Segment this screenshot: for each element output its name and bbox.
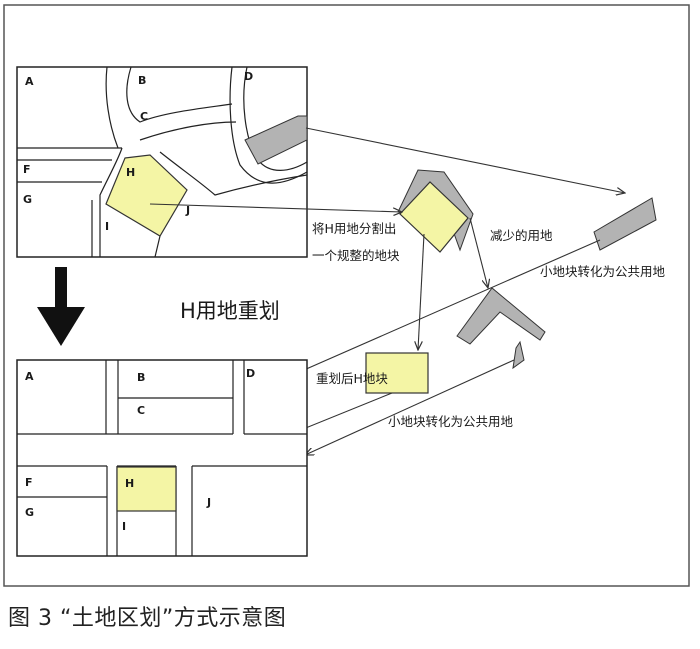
note-to-public-upper: 小地块转化为公共用地 — [540, 264, 666, 279]
note-replotted-h: 重划后H地块 — [316, 371, 388, 386]
top-road-diagonal-2 — [159, 151, 308, 196]
arrow-h-to-cutout — [149, 203, 402, 212]
arrow-sliver-to-road — [305, 359, 515, 455]
top-label-h: H — [126, 166, 135, 179]
figure-caption: 图 3 “土地区划”方式示意图 — [8, 606, 286, 631]
arrow-cutout-to-reduced — [469, 217, 488, 288]
top-label-f: F — [23, 163, 31, 176]
top-road-diagonal — [99, 147, 123, 257]
replotted-h-parcel — [365, 352, 429, 394]
top-label-i: I — [105, 220, 109, 233]
arrow-d-to-strip — [305, 127, 625, 193]
bottom-label-g: G — [25, 506, 34, 519]
top-road-j-boundary — [154, 235, 161, 258]
top-road-right-outer — [229, 66, 308, 184]
bottom-label-d: D — [246, 367, 255, 380]
section-heading: H用地重划 — [180, 299, 280, 323]
gray-strip-upper — [593, 197, 657, 251]
top-road-left — [105, 66, 119, 149]
note-cut-line2: 一个规整的地块 — [312, 248, 400, 263]
top-map: A B C D F G H I J — [16, 66, 308, 258]
bottom-label-h: H — [125, 477, 134, 490]
top-label-c: C — [140, 110, 148, 123]
down-arrow-icon — [37, 267, 85, 346]
note-reduced-land: 减少的用地 — [490, 228, 553, 243]
arrow-cutout-to-replotted — [418, 233, 425, 350]
top-label-g: G — [23, 193, 32, 206]
bottom-label-f: F — [25, 476, 33, 489]
bottom-label-j: J — [206, 496, 211, 509]
note-cut-line1: 将H用地分割出 — [312, 221, 396, 236]
bottom-label-a: A — [25, 370, 34, 383]
top-label-b: B — [138, 74, 146, 87]
bottom-parcel-h — [116, 466, 177, 512]
bottom-map-border — [16, 359, 308, 557]
top-road-c-bottom — [139, 121, 237, 141]
bottom-map: A B C D F G H I J — [16, 359, 308, 557]
top-label-d: D — [244, 70, 253, 83]
bottom-label-c: C — [137, 404, 145, 417]
top-road-left-edge — [126, 66, 233, 123]
top-parcel-h — [105, 154, 188, 237]
h-cutout-shape — [397, 169, 474, 253]
bottom-label-i: I — [122, 520, 126, 533]
note-to-public-lower: 小地块转化为公共用地 — [388, 414, 514, 429]
top-label-a: A — [25, 75, 34, 88]
top-label-j: J — [185, 204, 190, 217]
bottom-label-b: B — [137, 371, 145, 384]
gray-thin-sliver — [512, 340, 525, 370]
